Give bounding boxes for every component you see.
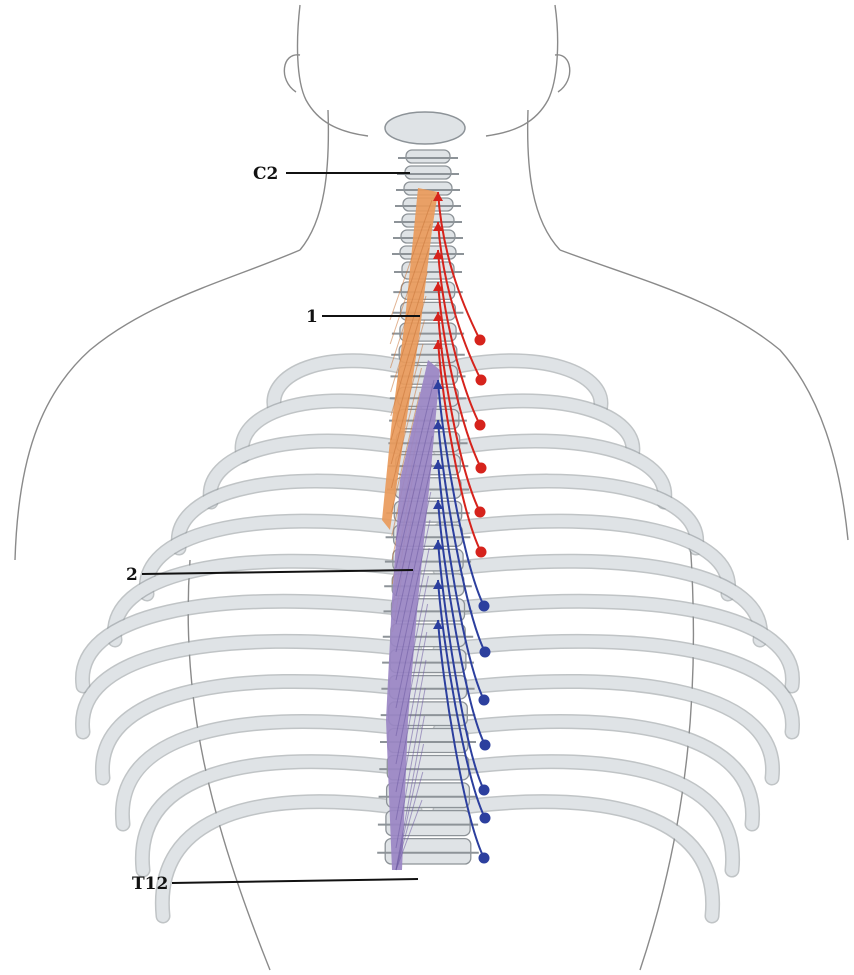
red-pathway-origin-dot — [475, 335, 486, 346]
blue-pathway-origin-dot — [479, 785, 490, 796]
blue-pathway-origin-dot — [479, 601, 490, 612]
label-2: 2 — [126, 565, 138, 585]
red-pathway-origin-dot — [475, 507, 486, 518]
neck-left — [300, 110, 328, 250]
atlas-vertebra — [385, 112, 465, 144]
left-shoulder — [15, 250, 300, 560]
vertebra — [406, 150, 450, 163]
neck-right — [528, 110, 560, 250]
red-pathway-origin-dot — [476, 375, 487, 386]
red-pathway-origin-dot — [476, 547, 487, 558]
vertebra — [405, 166, 451, 179]
c2-label: C2 — [253, 164, 278, 184]
rib-left — [162, 802, 415, 916]
blue-pathway-origin-dot — [480, 813, 491, 824]
red-pathway-origin-dot — [475, 420, 486, 431]
blue-pathway-origin-dot — [480, 740, 491, 751]
t12-label: T12 — [132, 874, 168, 894]
t12-leader-line — [172, 879, 418, 883]
red-pathway-origin-dot — [476, 463, 487, 474]
blue-pathway-origin-dot — [479, 695, 490, 706]
blue-pathway-origin-dot — [479, 853, 490, 864]
label-1: 1 — [306, 307, 318, 327]
rib-left-fill — [162, 802, 415, 916]
blue-pathway-origin-dot — [480, 647, 491, 658]
